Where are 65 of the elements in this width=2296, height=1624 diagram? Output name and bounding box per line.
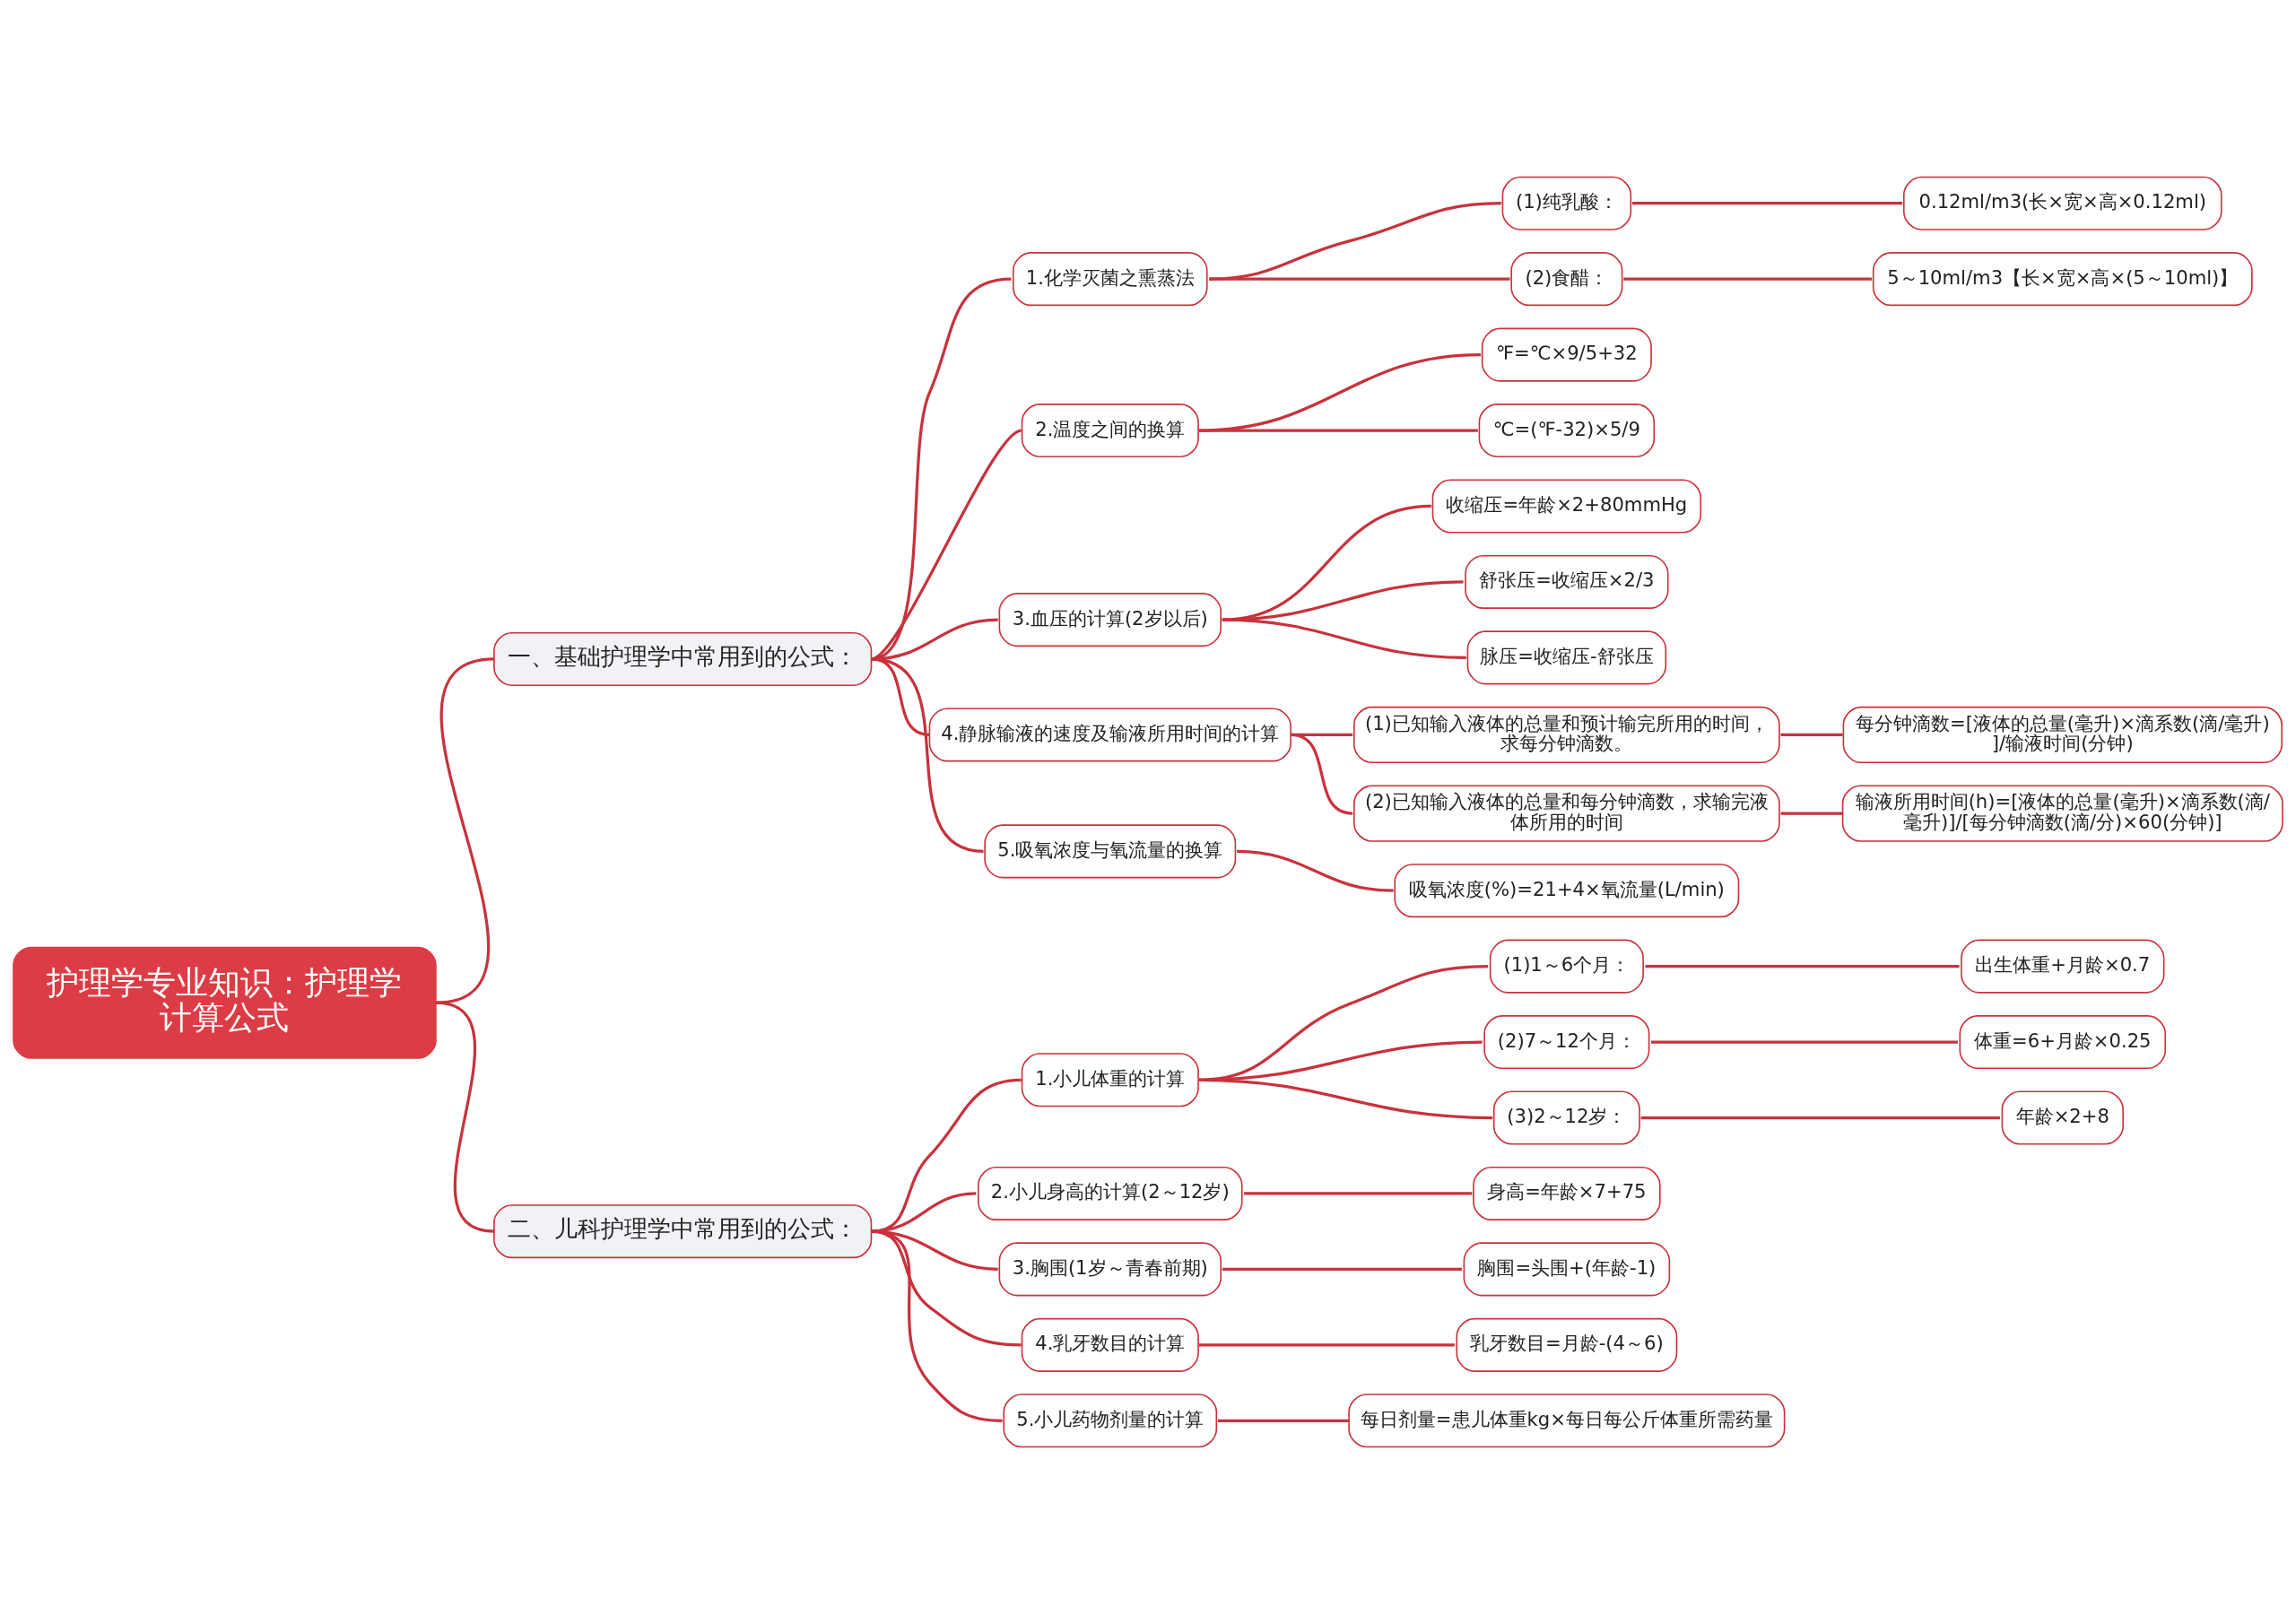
connector — [1651, 1040, 1958, 1044]
node-box: 3.胸围(1岁～青春前期) — [998, 1242, 1222, 1297]
node-box: 胸围=头围+(年龄-1) — [1463, 1242, 1671, 1297]
node-box: 收缩压=年龄×2+80mmHg — [1431, 479, 1702, 534]
node-box: 1.化学灭菌之熏蒸法 — [1013, 252, 1208, 307]
connector — [1209, 277, 1510, 281]
node-box: (2)食醋： — [1510, 252, 1623, 307]
connector — [1209, 202, 1501, 281]
node-box: ℉=℃×9/5+32 — [1481, 327, 1652, 382]
connector — [1198, 429, 1478, 432]
node-box: 2.小儿身高的计算(2～12岁) — [978, 1166, 1243, 1220]
node-box: 出生体重+月龄×0.7 — [1961, 939, 2165, 994]
node-box: 0.12ml/m3(长×宽×高×0.12ml) — [1903, 176, 2222, 230]
node-box: 2.温度之间的换算 — [1021, 404, 1199, 458]
node-box: (1)纯乳酸： — [1501, 176, 1632, 230]
node-box: 3.血压的计算(2岁以后) — [998, 593, 1222, 647]
connector — [1290, 733, 1353, 815]
connector — [871, 1192, 977, 1233]
node-box: 年龄×2+8 — [2001, 1090, 2124, 1145]
node-box: (1)已知输入液体的总量和预计输完所用的时间，求每分钟滴数。 — [1352, 706, 1780, 764]
connector — [1222, 504, 1431, 621]
connector — [1222, 580, 1464, 621]
node-box: ℃=(℉-32)×5/9 — [1478, 404, 1656, 458]
connector — [1780, 733, 1843, 737]
node-box: 吸氧浓度(%)=21+4×氧流量(L/min) — [1394, 864, 1740, 918]
connector — [871, 657, 984, 853]
connector — [871, 1229, 1003, 1422]
connector — [1640, 1116, 2000, 1120]
node-box: 输液所用时间(h)=[液体的总量(毫升)×滴系数(滴/毫升)]/[每分钟滴数(滴/分)×60(分钟)] — [1841, 785, 2283, 842]
node-box: 5～10ml/m3【长×宽×高×(5～10ml)】 — [1872, 252, 2253, 307]
connector — [1244, 1192, 1473, 1195]
connector — [1222, 618, 1466, 659]
node-box: 5.小儿药物剂量的计算 — [1003, 1394, 1218, 1448]
node-box: 身高=年龄×7+75 — [1473, 1166, 1661, 1220]
connector — [871, 277, 1012, 661]
connector — [1222, 1267, 1462, 1271]
node-box: (2)已知输入液体的总量和每分钟滴数，求输完液体所用的时间 — [1352, 785, 1780, 842]
connector — [871, 1078, 1022, 1233]
connector — [1645, 965, 1960, 968]
node-box: 4.静脉输液的速度及输液所用时间的计算 — [928, 708, 1292, 762]
node-box: 脉压=收缩压-舒张压 — [1466, 630, 1667, 685]
node-box: 一、基础护理学中常用到的公式： — [493, 631, 873, 687]
node-box: (2)7～12个月： — [1483, 1015, 1650, 1070]
connector — [435, 1001, 495, 1233]
connector — [1631, 202, 1903, 205]
node-box: 每分钟滴数=[液体的总量(毫升)×滴系数(滴/毫升)]/输液时间(分钟) — [1842, 706, 2283, 764]
node-box: 4.乳牙数目的计算 — [1021, 1317, 1199, 1372]
connector — [1198, 1078, 1493, 1120]
connector — [1780, 812, 1843, 815]
connector — [871, 618, 998, 661]
connector — [1237, 849, 1394, 892]
connector — [1198, 353, 1482, 432]
node-box: 5.吸氧浓度与氧流量的换算 — [984, 824, 1237, 879]
node-box: (3)2～12岁： — [1492, 1090, 1640, 1145]
connector — [1217, 1419, 1350, 1422]
node-box: (1)1～6个月： — [1489, 939, 1644, 994]
node-box: 舒张压=收缩压×2/3 — [1465, 554, 1669, 609]
node-box: 每日剂量=患儿体重kg×每日每公斤体重所需药量 — [1348, 1394, 1786, 1448]
node-box: 体重=6+月龄×0.25 — [1959, 1015, 2167, 1070]
node-box: 护理学专业知识：护理学计算公式 — [13, 946, 437, 1059]
connector — [1198, 1343, 1455, 1347]
node-box: 二、儿科护理学中常用到的公式： — [493, 1204, 873, 1259]
connector — [1623, 277, 1873, 281]
node-box: 1.小儿体重的计算 — [1021, 1053, 1199, 1107]
node-box: 乳牙数目=月龄-(4～6) — [1456, 1317, 1678, 1372]
